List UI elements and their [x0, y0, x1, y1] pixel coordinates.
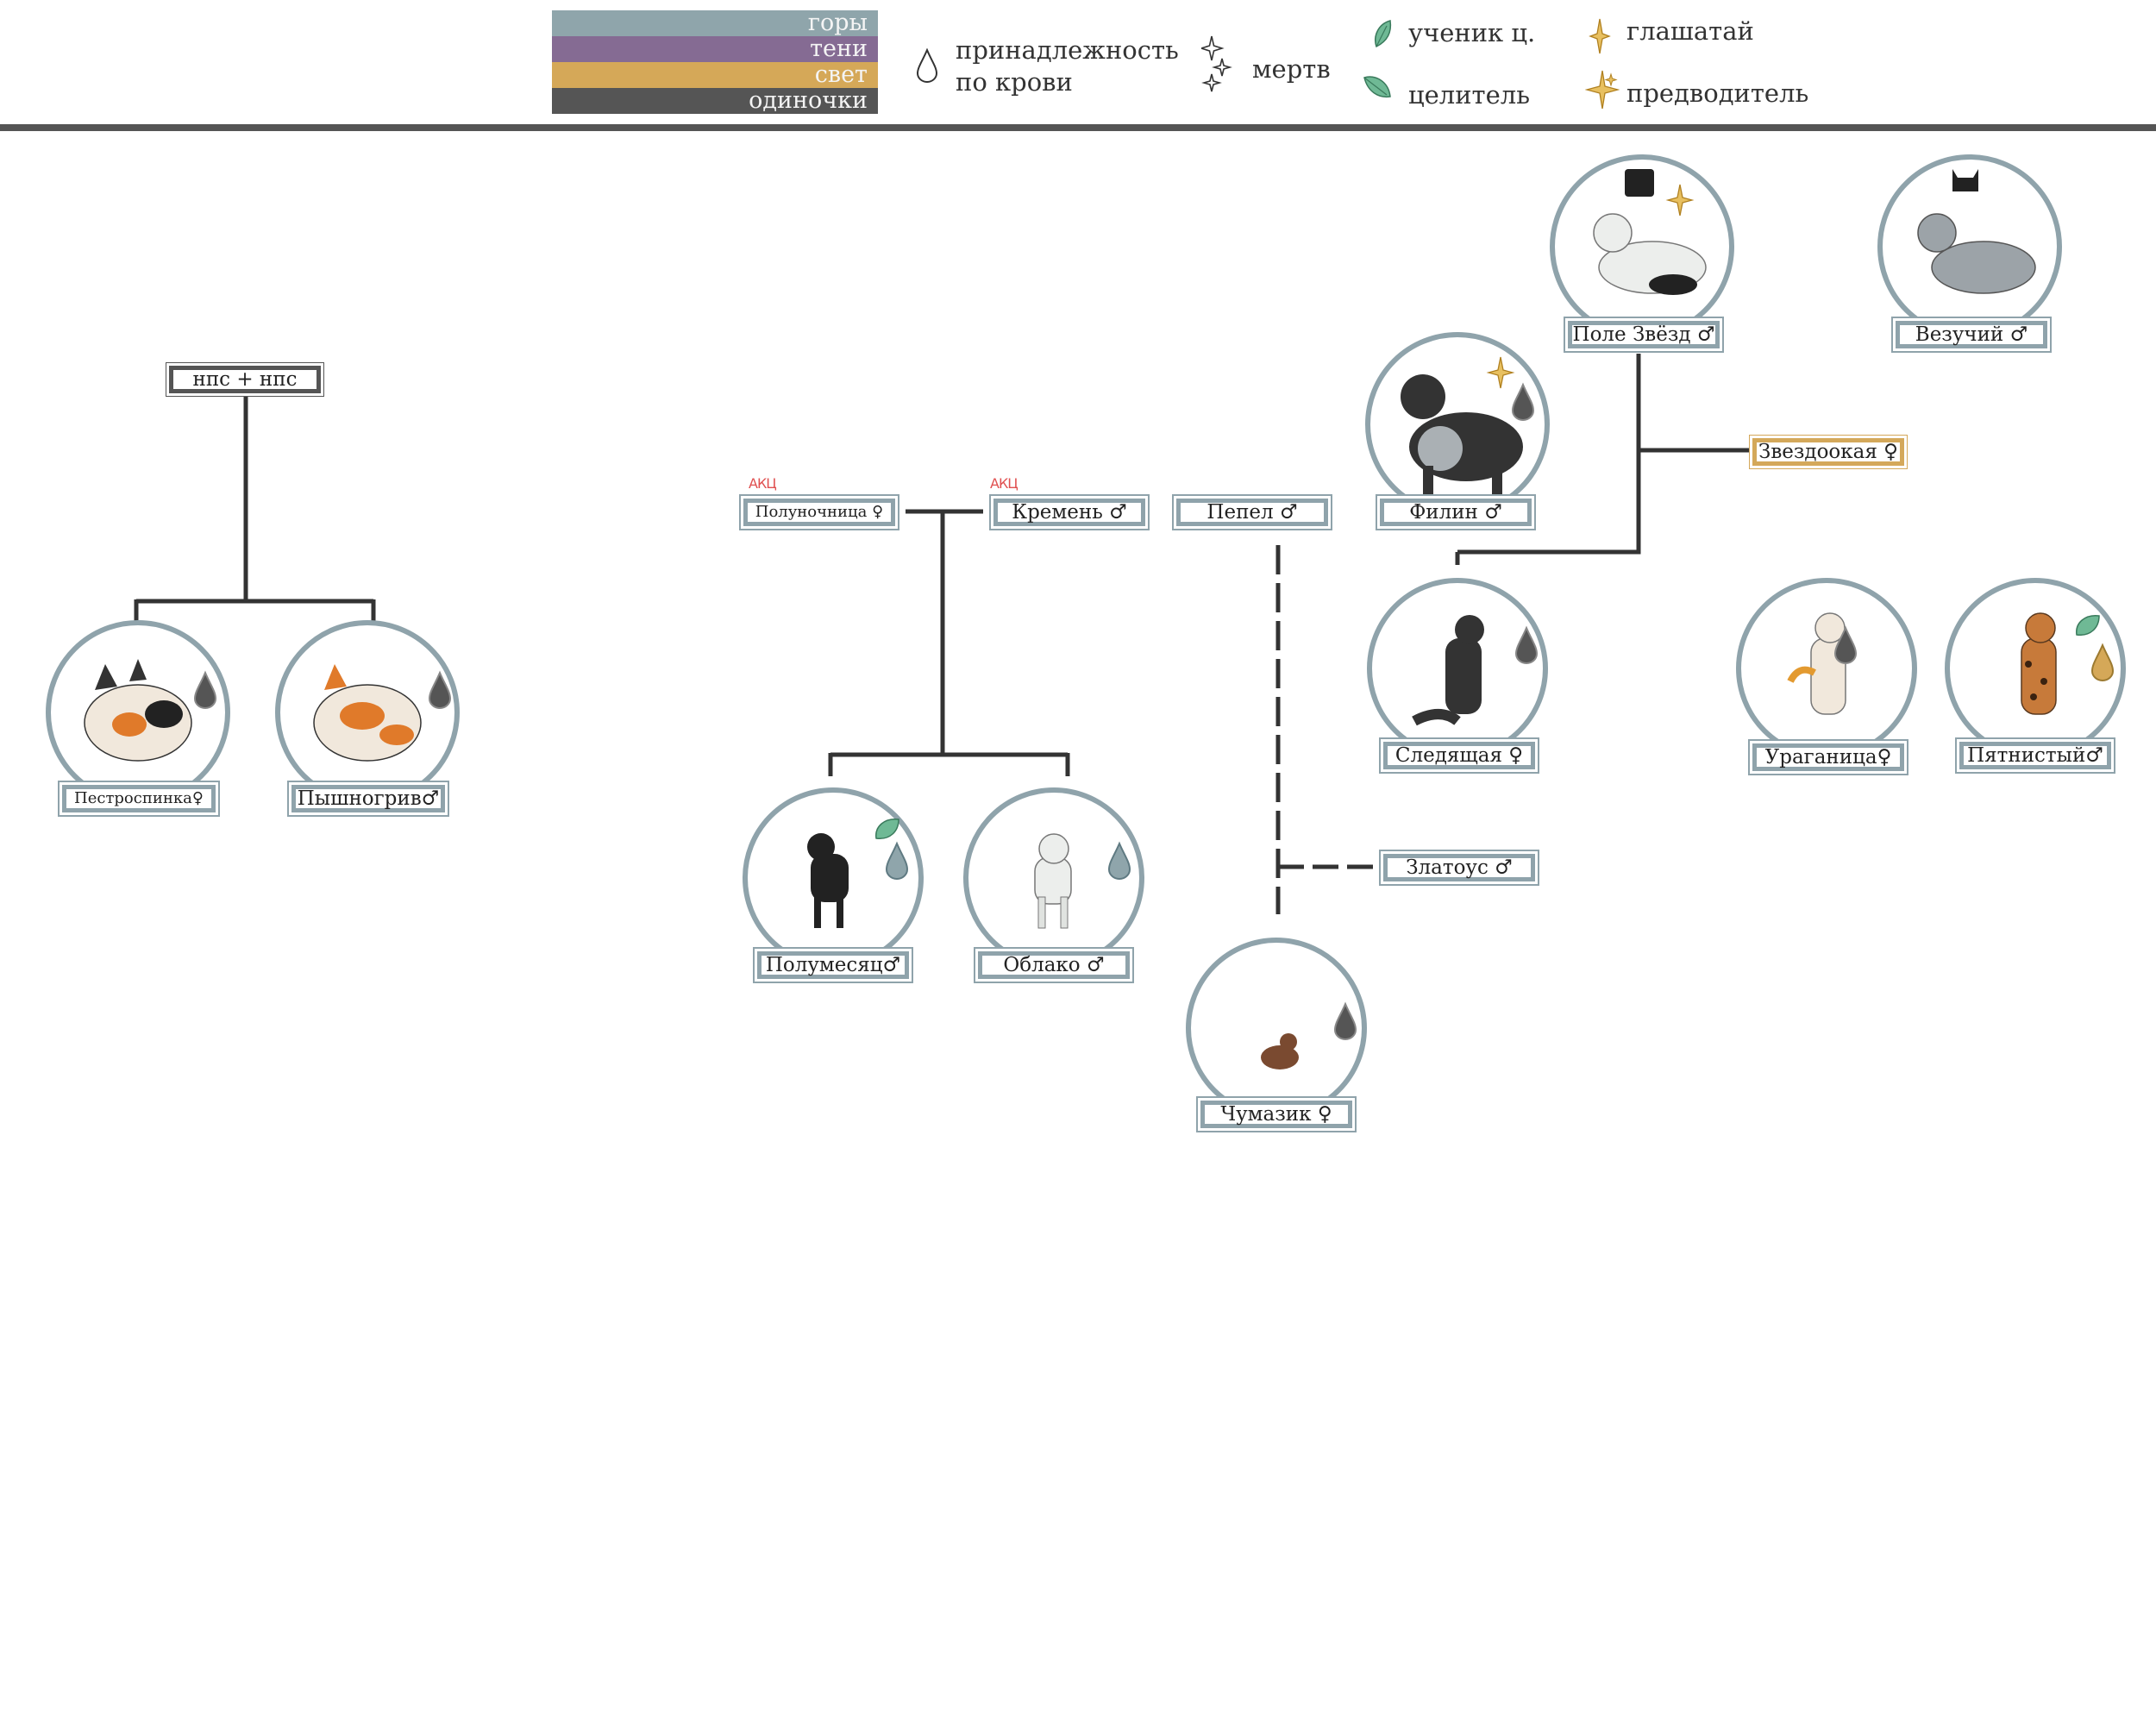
legend-deputy: глашатай — [1626, 16, 1754, 46]
akc-mark-2: АКЦ — [990, 475, 1018, 492]
label-polunochnitsa: Полуночница ♀ — [743, 499, 895, 526]
leader-stars-icon — [1585, 70, 1620, 110]
legend-blood-line1: принадлежность — [956, 35, 1179, 65]
portrait-polumesyats — [743, 787, 924, 969]
portrait-filin — [1365, 332, 1550, 517]
legend-mountains: горы — [552, 10, 878, 36]
label-npc-pair: нпс + нпс — [169, 366, 321, 393]
legend-leader: предводитель — [1626, 78, 1809, 108]
akc-mark-1: АКЦ — [749, 475, 777, 492]
label-sledyaschaya: Следящая ♀ — [1383, 742, 1535, 769]
label-pestrospinka: Пестроспинка♀ — [62, 785, 216, 812]
label-kremen: Кремень ♂ — [993, 499, 1145, 526]
portrait-sledyaschaya — [1367, 578, 1548, 759]
label-filin: Филин ♂ — [1380, 499, 1532, 526]
portrait-uraganitsa — [1736, 578, 1917, 759]
label-zvezdookaya: Звездоокая ♀ — [1752, 438, 1904, 466]
legend-loners: одиночки — [552, 88, 878, 114]
label-pyshnogriv: Пышногрив♂ — [291, 785, 445, 812]
label-pyatnistyy: Пятнистый♂ — [1959, 742, 2111, 769]
label-chumazik: Чумазик ♀ — [1200, 1101, 1352, 1128]
label-pole-zvezd: Поле Звёзд ♂ — [1568, 321, 1720, 348]
portrait-vezuchiy — [1877, 154, 2062, 339]
legend-med-apprentice: ученик ц. — [1408, 18, 1536, 47]
blood-drop-icon — [916, 48, 938, 83]
deputy-star-icon — [1589, 18, 1611, 54]
label-polumesyats: Полумесяц♂ — [757, 951, 909, 979]
label-pepel: Пепел ♂ — [1176, 499, 1328, 526]
legend-medicine-cat: целитель — [1408, 80, 1530, 110]
portrait-pyshnogriv — [275, 620, 460, 805]
med-apprentice-leaf-icon — [1375, 20, 1392, 48]
connector-lines — [134, 354, 1751, 914]
portrait-pole-zvezd — [1550, 154, 1734, 339]
label-uraganitsa: Ураганица♀ — [1752, 743, 1904, 771]
portrait-pestrospinka — [46, 620, 230, 805]
label-zlatous: Златоус ♂ — [1383, 854, 1535, 881]
label-vezuchiy: Везучий ♂ — [1896, 321, 2047, 348]
legend-blood-line2: по крови — [956, 67, 1073, 97]
medicine-cat-leaf-icon — [1363, 76, 1391, 98]
legend-shadows: тени — [552, 36, 878, 62]
legend-divider — [0, 124, 2156, 131]
label-oblako: Облако ♂ — [978, 951, 1130, 979]
legend-dead: мертв — [1252, 54, 1331, 84]
portrait-chumazik — [1186, 938, 1367, 1119]
legend-light: свет — [552, 62, 878, 88]
portrait-pyatnistyy — [1945, 578, 2126, 759]
dead-stars-icon — [1201, 35, 1232, 92]
portrait-oblako — [963, 787, 1144, 969]
